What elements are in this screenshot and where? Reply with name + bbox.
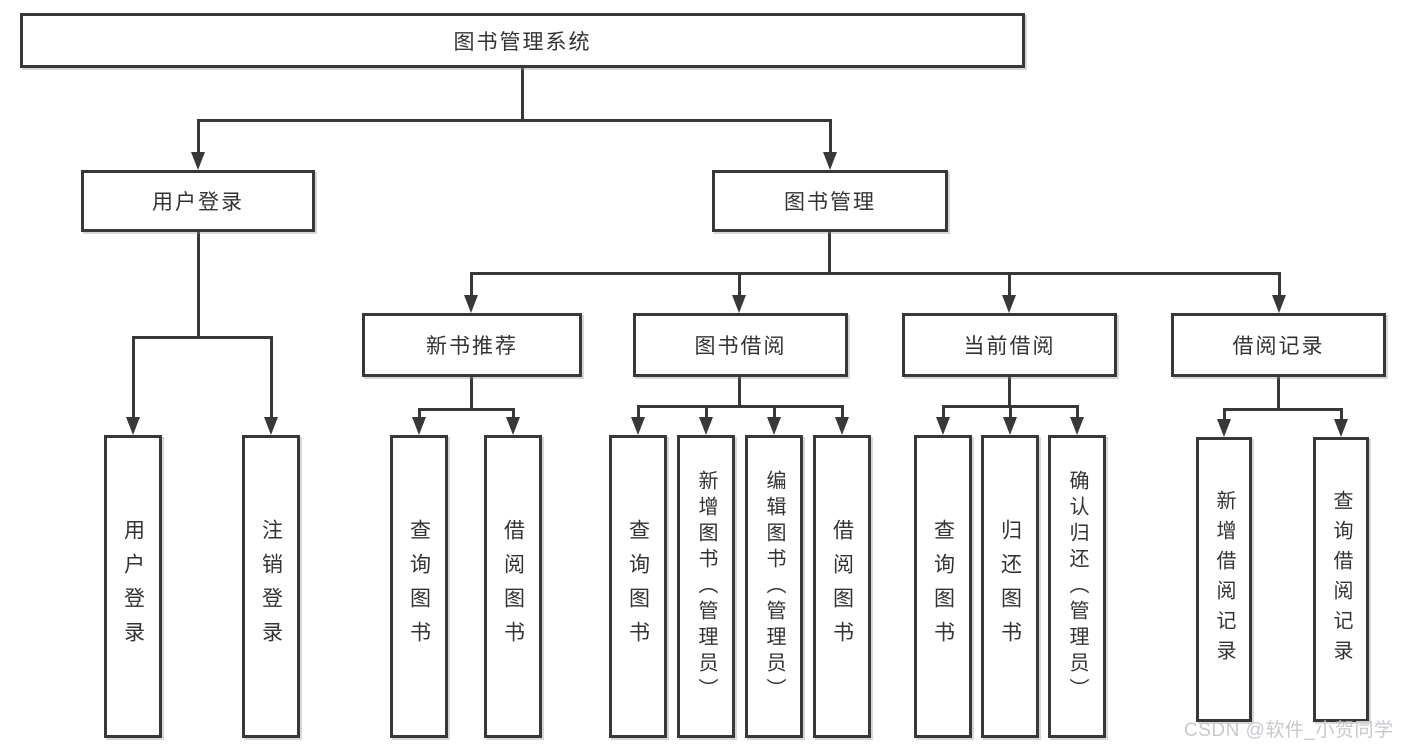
arrow-down-icon <box>264 336 278 435</box>
connector-new-book-stem <box>470 376 473 411</box>
leaf-logout-label: 注销登录 <box>259 518 283 655</box>
leaf-edit-books-admin: 编辑图书（管理员） <box>745 435 803 738</box>
arrow-down-icon <box>936 405 950 435</box>
leaf-borrow-books: 借阅图书 <box>813 435 871 738</box>
leaf-logout: 注销登录 <box>242 435 300 738</box>
leaf-query-books-borrowing: 查询图书 <box>609 435 667 738</box>
leaf-query-books-current: 查询图书 <box>914 435 972 738</box>
node-library-system: 图书管理系统 <box>20 13 1025 68</box>
connector-borrowing-records-rail <box>1224 408 1343 411</box>
arrow-down-icon <box>699 405 713 435</box>
node-new-book-recommend: 新书推荐 <box>362 313 582 377</box>
connector-book-management-rail <box>471 272 1281 275</box>
leaf-query-borrow-record-label: 查询借阅记录 <box>1330 489 1352 670</box>
leaf-add-books-admin: 新增图书（管理员） <box>677 435 735 738</box>
node-borrowing-records-label: 借阅记录 <box>1232 335 1325 358</box>
arrow-down-icon <box>412 408 426 435</box>
node-borrowing-records: 借阅记录 <box>1171 313 1386 377</box>
connector-root-stem <box>521 67 524 121</box>
leaf-confirm-return-admin-label: 确认归还（管理员） <box>1066 469 1088 704</box>
connector-book-borrowing-stem <box>738 376 741 408</box>
leaf-query-books-recommend: 查询图书 <box>390 435 448 738</box>
arrow-down-icon <box>191 119 205 170</box>
node-new-book-recommend-label: 新书推荐 <box>426 335 518 358</box>
watermark: CSDN @软件_小贺同学 <box>1184 720 1394 741</box>
node-current-borrowing-label: 当前借阅 <box>963 335 1056 358</box>
leaf-return-books-label: 归还图书 <box>998 518 1022 655</box>
leaf-add-borrow-record: 新增借阅记录 <box>1196 437 1252 722</box>
leaf-query-books-borrowing-label: 查询图书 <box>626 518 650 655</box>
node-user-login: 用户登录 <box>81 170 315 232</box>
arrow-down-icon <box>464 272 478 313</box>
leaf-user-login: 用户登录 <box>104 435 162 738</box>
leaf-query-books-recommend-label: 查询图书 <box>407 518 431 655</box>
node-current-borrowing: 当前借阅 <box>902 313 1117 377</box>
connector-user-login-rail <box>133 336 273 339</box>
leaf-borrow-books-recommend: 借阅图书 <box>484 435 542 738</box>
node-book-management: 图书管理 <box>712 170 948 232</box>
node-library-system-label: 图书管理系统 <box>453 30 592 54</box>
leaf-query-books-current-label: 查询图书 <box>931 518 955 655</box>
leaf-user-login-label: 用户登录 <box>121 518 145 655</box>
arrow-down-icon <box>1002 272 1016 313</box>
arrow-down-icon <box>1003 405 1017 435</box>
leaf-confirm-return-admin: 确认归还（管理员） <box>1048 435 1106 738</box>
arrow-down-icon <box>1217 408 1231 437</box>
connector-borrowing-records-stem <box>1277 376 1280 411</box>
node-user-login-label: 用户登录 <box>152 191 244 214</box>
connector-current-borrowing-stem <box>1008 376 1011 408</box>
connector-new-book-rail <box>419 408 515 411</box>
arrow-down-icon <box>732 272 746 313</box>
leaf-borrow-books-label: 借阅图书 <box>830 518 854 655</box>
node-book-borrowing-label: 图书借阅 <box>694 335 787 358</box>
leaf-edit-books-admin-label: 编辑图书（管理员） <box>763 469 785 704</box>
arrow-down-icon <box>506 408 520 435</box>
leaf-borrow-books-recommend-label: 借阅图书 <box>501 518 525 655</box>
arrow-down-icon <box>1272 272 1286 313</box>
connector-book-management-stem <box>828 231 831 275</box>
leaf-return-books: 归还图书 <box>981 435 1039 738</box>
arrow-down-icon <box>835 405 849 435</box>
connector-user-login-stem <box>197 231 200 338</box>
arrow-down-icon <box>631 405 645 435</box>
leaf-query-borrow-record: 查询借阅记录 <box>1313 437 1369 722</box>
leaf-add-books-admin-label: 新增图书（管理员） <box>695 469 717 704</box>
arrow-down-icon <box>767 405 781 435</box>
arrow-down-icon <box>1334 408 1348 437</box>
arrow-down-icon <box>126 336 140 435</box>
leaf-add-borrow-record-label: 新增借阅记录 <box>1213 489 1235 670</box>
node-book-management-label: 图书管理 <box>784 191 876 214</box>
connector-root-rail <box>198 119 831 122</box>
arrow-down-icon <box>1070 405 1084 435</box>
node-book-borrowing: 图书借阅 <box>633 313 848 377</box>
arrow-down-icon <box>823 119 837 170</box>
connector-book-borrowing-rail <box>638 405 844 408</box>
